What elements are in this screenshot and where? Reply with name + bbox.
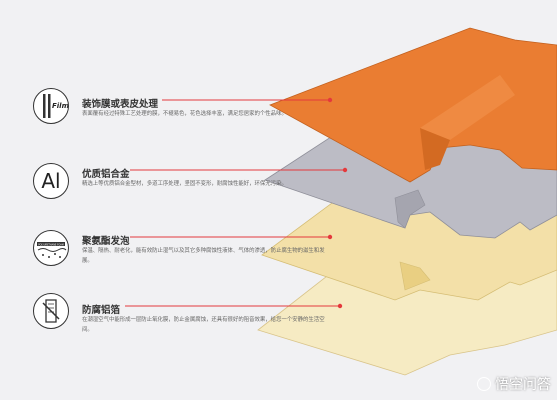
callout-dot-4 [337,303,343,309]
aluminum-icon-text: Al [41,169,61,193]
foam-icon-text: POLYURETHANE FOAM [38,243,64,246]
layer-1-title: 装饰膜或表皮处理 [82,99,159,110]
polyurethane-foam-icon: POLYURETHANE FOAM [33,230,69,266]
callout-dot-1 [327,97,333,103]
top-layer-ridge-shape [420,75,515,140]
layer-4-title: 防腐铝箔 [82,305,121,316]
layer-2-title: 优质铝合金 [82,169,130,180]
aluminum-foil-icon [33,293,69,329]
watermark: 悟空问答 [477,374,551,394]
foam-fold-shape [399,261,431,291]
aluminum-icon: Al [33,163,69,199]
top-layer-shape [269,27,557,183]
film-icon-text: Film [52,102,68,110]
layer-3-description: 保温、隔热、耐老化，能有效防止湿气以及其它多种腐蚀性液体、气体的渗透，防止腐生物… [82,248,325,264]
layer-4-description: 在潮湿空气中能形成一层防止氧化膜，防止金属腐蚀，还具有很好的阻音效果，给您一个安… [82,317,325,333]
aluminum-fold-shape [394,189,426,229]
watermark-logo-icon [477,377,491,391]
top-layer-ridge-dark-shape [420,128,450,170]
layer-2-description: 精选上等优质铝合金型材，多道工序处理，坚固不变形，耐腐蚀性能好，环保无污染。 [82,181,287,187]
layer-3-title: 聚氨酯发泡 [82,236,130,247]
layer-1-description: 表面覆有经过特殊工艺处理的膜，不褪易色，花色选择丰富，满足您居家的个性品味。 [82,111,287,117]
callout-dot-2 [342,167,348,173]
watermark-text: 悟空问答 [495,377,551,393]
film-icon: Film [33,88,69,124]
callout-dot-3 [327,234,333,240]
